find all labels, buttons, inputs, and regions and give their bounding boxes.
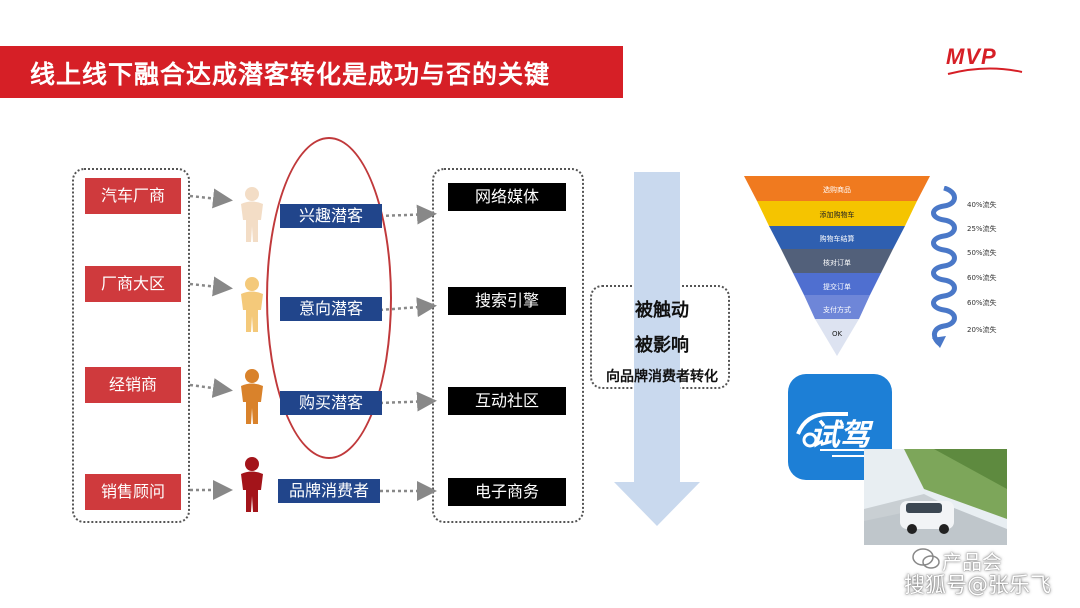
down-arrow-icon [614,172,700,526]
customer-interested: 兴趣潜客 [280,204,382,228]
sources-group [72,168,190,523]
person-intent-icon [241,277,263,332]
loss-6: 20%流失 [967,326,997,334]
source-region: 厂商大区 [85,266,181,302]
channel-web-media: 网络媒体 [448,183,566,211]
person-interested-icon [241,187,263,242]
funnel-stage-2 [757,201,917,226]
loss-4: 60%流失 [967,274,997,282]
customer-brand-consumer: 品牌消费者 [278,479,380,503]
slide-title: 线上线下融合达成潜客转化是成功与否的关键 [30,60,551,89]
person-purchase-icon [241,369,263,424]
prospects-highlight-ellipse [266,137,392,459]
funnel-label-3: 购物车结算 [819,235,855,243]
funnel-label-2: 添加购物车 [819,211,855,219]
source-dealer: 经销商 [85,367,181,403]
funnel-stage-7 [815,319,859,356]
logo-swoosh-icon [947,67,1023,75]
source-sales-advisor: 销售顾问 [85,474,181,510]
funnel-label-7: OK [831,330,843,338]
funnel-label-1: 选购商品 [823,186,851,194]
funnel-stage-4 [781,249,893,273]
conversion-funnel [744,176,930,356]
loss-3: 50%流失 [967,249,997,257]
effect-conversion: 向品牌消费者转化 [606,369,718,385]
funnel-stage-5 [793,273,881,295]
funnel-stage-3 [769,226,905,249]
source-automaker: 汽车厂商 [85,178,181,214]
loss-5: 60%流失 [967,299,997,307]
title-bar: 线上线下融合达成潜客转化是成功与否的关键 [0,46,623,98]
mvp-logo: MVP [946,44,1026,80]
funnel-stage-1 [744,176,930,201]
funnel-stage-6 [804,295,870,319]
logo-text: MVP [946,44,997,69]
app-icon-label: 试驾 [810,418,870,453]
watermark-author: 搜狐号@张乐飞 [904,573,1051,597]
customer-intent: 意向潜客 [280,297,382,321]
loss-2: 25%流失 [967,225,997,233]
channels-group [432,168,584,523]
person-consumer-icon [241,457,263,512]
car-road-photo [864,449,1007,545]
channel-ecommerce: 电子商务 [448,478,566,506]
loss-spiral-icon [931,186,957,348]
effect-touched: 被触动 [635,300,689,321]
funnel-label-4: 核对订单 [823,259,851,267]
effect-influenced: 被影响 [635,335,689,356]
channel-community: 互动社区 [448,387,566,415]
funnel-label-6: 支付方式 [823,306,851,314]
customer-purchase: 购买潜客 [280,391,382,415]
wechat-icon [912,548,940,569]
loss-1: 40%流失 [967,201,997,209]
channel-search-engine: 搜索引擎 [448,287,566,315]
funnel-label-5: 提交订单 [823,283,851,291]
watermark-channel: 产品会 [942,550,1002,574]
